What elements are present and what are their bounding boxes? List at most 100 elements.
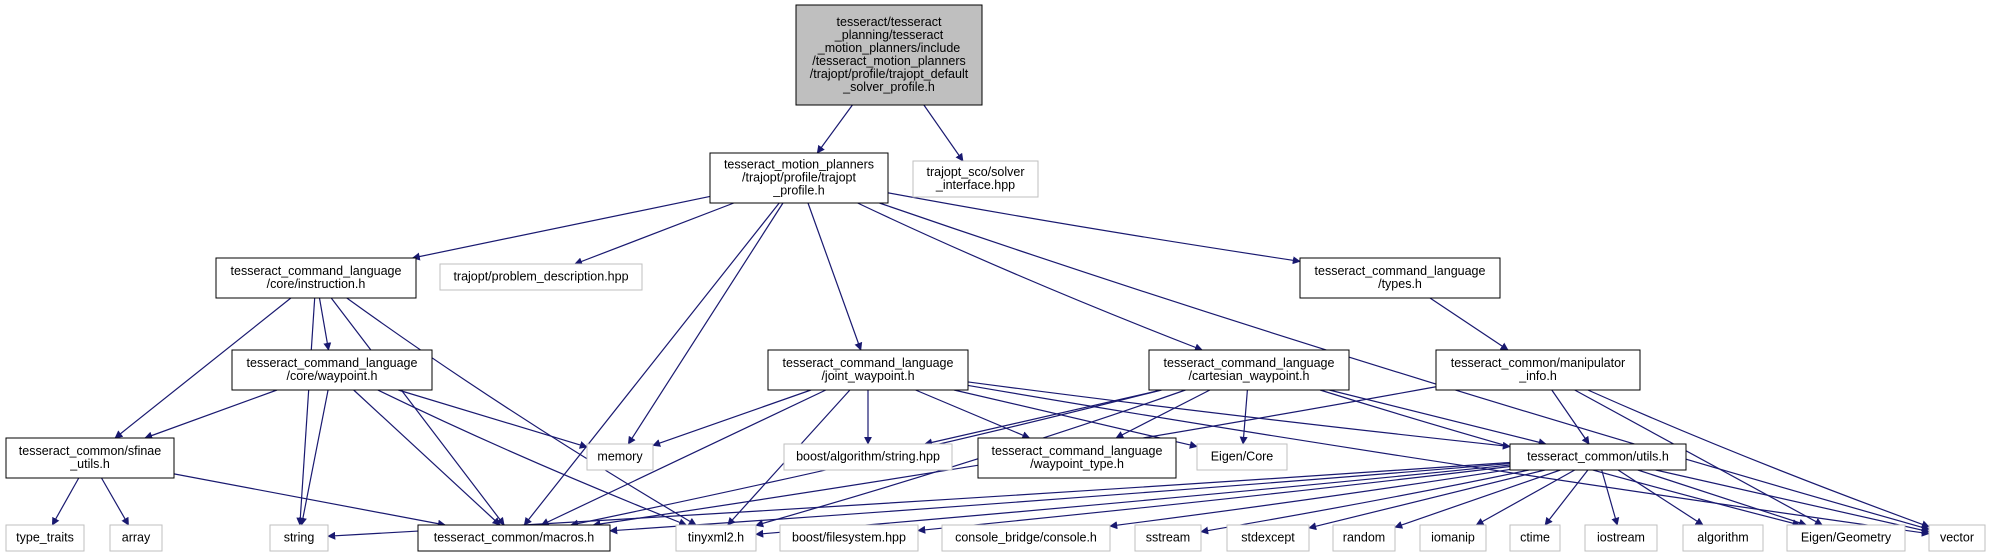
node-box: [675, 524, 757, 552]
edge-utils-to-random: [1394, 469, 1561, 529]
edge-trajopt-profile-to-types: [887, 192, 1301, 265]
node-waypoint-type[interactable]: tesseract_command_language/waypoint_type…: [977, 437, 1177, 479]
edge-trajopt-profile-to-problem-description: [574, 202, 735, 266]
node-stdexcept[interactable]: stdexcept: [1226, 524, 1310, 552]
node-tinyxml2[interactable]: tinyxml2.h: [675, 524, 757, 552]
node-label-line: tesseract_command_language: [992, 444, 1163, 458]
node-box: [231, 349, 433, 391]
node-iostream[interactable]: iostream: [1584, 524, 1658, 552]
node-box: [215, 257, 417, 299]
edge-cartesian-waypoint-to-waypoint-type: [1115, 389, 1211, 439]
node-box: [1419, 524, 1487, 552]
node-box: [5, 437, 175, 479]
node-instruction[interactable]: tesseract_command_language/core/instruct…: [215, 257, 417, 299]
node-problem-description[interactable]: trajopt/problem_description.hpp: [439, 263, 643, 291]
node-label-line: /tesseract_motion_planners: [812, 54, 966, 68]
node-array[interactable]: array: [109, 524, 163, 552]
node-box: [439, 263, 643, 291]
edge-utils-to-tinyxml2: [755, 464, 1511, 538]
edge-utils-to-algorithm: [1617, 469, 1704, 526]
node-utils[interactable]: tesseract_common/utils.h: [1509, 443, 1687, 471]
node-label-line: _planning/tesseract: [834, 28, 944, 42]
node-manipulator-info[interactable]: tesseract_common/manipulator_info.h: [1435, 349, 1641, 391]
edge-trajopt-profile-to-cartesian-waypoint: [857, 202, 1203, 352]
node-type-traits[interactable]: type_traits: [5, 524, 85, 552]
edge-joint-waypoint-to-memory: [652, 389, 812, 447]
node-box: [779, 524, 919, 552]
node-macros[interactable]: tesseract_common/macros.h: [417, 524, 611, 552]
node-joint-waypoint[interactable]: tesseract_command_language/joint_waypoin…: [767, 349, 969, 391]
edge-instruction-to-string: [296, 297, 316, 526]
edge-trajopt-profile-to-joint-waypoint: [807, 202, 863, 351]
node-label-line: boost/algorithm/string.hpp: [796, 450, 940, 464]
node-label-line: tesseract_command_language: [783, 356, 954, 370]
node-box: [912, 160, 1039, 198]
node-label-line: tesseract_motion_planners: [724, 158, 874, 172]
edge-types-to-manipulator-info: [1429, 297, 1509, 351]
node-label-line: tesseract_command_language: [1164, 356, 1335, 370]
node-box: [1928, 524, 1986, 552]
node-trajopt-profile[interactable]: tesseract_motion_planners/trajopt/profil…: [709, 152, 889, 204]
edge-cartesian-waypoint-to-utils: [1329, 389, 1547, 447]
edge-waypoint-to-string: [299, 389, 329, 526]
edge-utils-to-iomanip: [1475, 469, 1576, 526]
node-box: [977, 437, 1177, 479]
node-ctime[interactable]: ctime: [1509, 524, 1561, 552]
node-label-line: ctime: [1520, 531, 1550, 545]
edge-waypoint-to-macros: [353, 389, 501, 526]
edge-joint-waypoint-to-vector: [967, 384, 1930, 537]
node-types[interactable]: tesseract_command_language/types.h: [1299, 257, 1501, 299]
node-box: [1509, 443, 1687, 471]
node-label-line: tesseract_command_language: [247, 356, 418, 370]
node-label-line: /core/waypoint.h: [286, 369, 377, 383]
node-solver-interface[interactable]: trajopt_sco/solver_interface.hpp: [912, 160, 1039, 198]
node-waypoint[interactable]: tesseract_command_language/core/waypoint…: [231, 349, 433, 391]
edge-joint-waypoint-to-macros: [540, 389, 827, 526]
edge-root-to-trajopt-profile: [816, 104, 853, 154]
node-box: [767, 349, 969, 391]
node-box: [109, 524, 163, 552]
node-random[interactable]: random: [1332, 524, 1396, 552]
node-label-line: trajopt_sco/solver: [927, 165, 1025, 179]
node-label-line: sstream: [1146, 531, 1190, 545]
node-cartesian-waypoint[interactable]: tesseract_command_language/cartesian_way…: [1148, 349, 1350, 391]
node-boost-string[interactable]: boost/algorithm/string.hpp: [783, 443, 953, 471]
node-iomanip[interactable]: iomanip: [1419, 524, 1487, 552]
node-console[interactable]: console_bridge/console.h: [941, 524, 1111, 552]
node-string[interactable]: string: [269, 524, 329, 552]
node-box: [586, 443, 654, 471]
edge-utils-to-ctime: [1544, 469, 1589, 526]
edge-instruction-to-waypoint: [318, 297, 332, 351]
node-label-line: _interface.hpp: [935, 178, 1015, 192]
node-eigen-geometry[interactable]: Eigen/Geometry: [1786, 524, 1906, 552]
node-box: [1134, 524, 1202, 552]
node-eigen-core[interactable]: Eigen/Core: [1196, 443, 1288, 471]
edge-trajopt-profile-to-vector: [879, 202, 1930, 532]
nodes-layer: tesseract/tesseract_planning/tesseract_m…: [5, 4, 1986, 552]
node-label-line: iomanip: [1431, 531, 1475, 545]
node-box: [783, 443, 953, 471]
node-label-line: /core/instruction.h: [267, 277, 366, 291]
node-boost-filesystem[interactable]: boost/filesystem.hpp: [779, 524, 919, 552]
node-label-line: string: [284, 531, 315, 545]
node-memory[interactable]: memory: [586, 443, 654, 471]
node-algorithm[interactable]: algorithm: [1682, 524, 1764, 552]
node-label-line: random: [1343, 531, 1385, 545]
node-box: [1196, 443, 1288, 471]
edge-utils-to-stdexcept: [1308, 469, 1546, 531]
node-label-line: tesseract_common/sfinae: [19, 444, 161, 458]
edge-trajopt-profile-to-memory: [627, 202, 784, 445]
node-box: [1332, 524, 1396, 552]
edge-waypoint-to-sfinae-utils: [144, 389, 278, 440]
node-label-line: tesseract_common/utils.h: [1527, 450, 1669, 464]
node-sstream[interactable]: sstream: [1134, 524, 1202, 552]
node-vector[interactable]: vector: [1928, 524, 1986, 552]
node-label-line: _profile.h: [772, 184, 824, 198]
node-sfinae-utils[interactable]: tesseract_common/sfinae_utils.h: [5, 437, 175, 479]
node-root[interactable]: tesseract/tesseract_planning/tesseract_m…: [795, 4, 983, 106]
node-label-line: /joint_waypoint.h: [821, 369, 914, 383]
edges-layer: [51, 104, 1930, 540]
edge-utils-to-vector: [1655, 469, 1930, 534]
node-box: [709, 152, 889, 204]
edge-waypoint-to-tinyxml2: [377, 389, 688, 527]
